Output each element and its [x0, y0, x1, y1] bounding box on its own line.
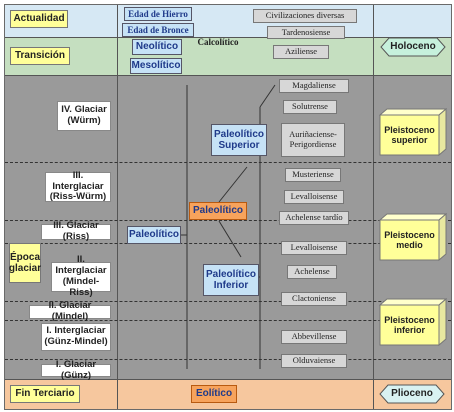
culture-box: Solutrense [283, 100, 337, 114]
transicion-band [5, 37, 451, 75]
culture-box: Levalloisense [284, 190, 344, 204]
culture-box: Magdaliense [279, 79, 349, 93]
glacial-stage-label: II. Interglaciar (Mindel-Riss) [51, 254, 111, 298]
stage-divider [5, 243, 451, 244]
glacial-stage-label: I. Glaciar (Günz) [41, 359, 111, 380]
pleistoceno-superior-cube [379, 108, 447, 156]
row-divider [5, 75, 451, 76]
culture-box: Aziliense [273, 45, 329, 59]
paleolitico-superior-label: Paleolítico Superior [211, 124, 267, 156]
calcolitico-label: Calcolítico [197, 36, 239, 47]
row-divider [5, 37, 451, 38]
stage-divider [5, 220, 451, 221]
culture-box: Olduvaiense [281, 354, 347, 368]
paleolitico-inferior-label: Paleolítico Inferior [203, 264, 259, 296]
holoceno-label: Holoceno [390, 41, 436, 53]
culture-box: Levalloisense [281, 241, 347, 255]
neolitico-label: Neolítico [132, 39, 182, 55]
stage-divider [5, 359, 451, 360]
stage-divider [5, 162, 451, 163]
actualidad-band [5, 5, 451, 37]
glacial-stage-label: III. Interglaciar (Riss-Würm) [45, 170, 111, 202]
edad-hierro-label: Edad de Hierro [124, 7, 192, 21]
row-divider [5, 379, 451, 380]
fin-terciario-label: Fin Terciario [10, 385, 80, 403]
holoceno-hexagon [380, 37, 446, 57]
glacial-stage-label: IV. Glaciar (Würm) [57, 101, 111, 131]
pleistoceno-superior-label: Pleistoceno superior [384, 124, 435, 145]
column-divider [117, 5, 118, 409]
culture-box: Clactoniense [281, 292, 347, 306]
culture-box: Civilizaciones diversas [253, 9, 357, 23]
culture-box: Musteriense [285, 168, 341, 182]
edad-bronce-label: Edad de Bronce [122, 23, 194, 37]
paleolitico-main-label: Paleolítico [189, 202, 247, 220]
glacial-stage-label: II. Glaciar (Mindel) [29, 300, 111, 322]
chronology-diagram: Actualidad Transición IV. Glaciar (Würm)… [4, 4, 452, 410]
culture-box: Abbevillense [281, 330, 347, 344]
plioceno-hexagon [379, 384, 445, 404]
epoca-glaciar-label: Época glaciar [9, 243, 41, 283]
pleistoceno-medio-cube [379, 213, 447, 261]
culture-box: Achelense tardío [279, 211, 349, 225]
culture-box: Tardenosiense [267, 26, 345, 39]
plioceno-label: Plioceno [391, 388, 433, 400]
transicion-label: Transición [10, 47, 70, 65]
pleistoceno-inferior-label: Pleistoceno inferior [384, 314, 435, 335]
actualidad-label: Actualidad [10, 10, 68, 28]
pleistoceno-inferior-cube [379, 298, 447, 346]
culture-box: Achelense [287, 265, 337, 279]
mesolitico-label: Mesolítico [130, 58, 182, 74]
glacial-stage-label: I. Interglaciar (Günz-Mindel) [41, 323, 111, 351]
paleolitico-label: Paleolítico [127, 226, 181, 244]
culture-box: Auriñaciense-Perigordiense [281, 123, 345, 157]
stage-divider [5, 320, 451, 321]
stage-divider [5, 301, 451, 302]
glacial-stage-label: III. Glaciar (Riss) [41, 220, 111, 242]
eolitico-label: Eolítico [191, 385, 237, 403]
pleistoceno-medio-label: Pleistoceno medio [384, 229, 435, 250]
column-divider [373, 5, 374, 409]
